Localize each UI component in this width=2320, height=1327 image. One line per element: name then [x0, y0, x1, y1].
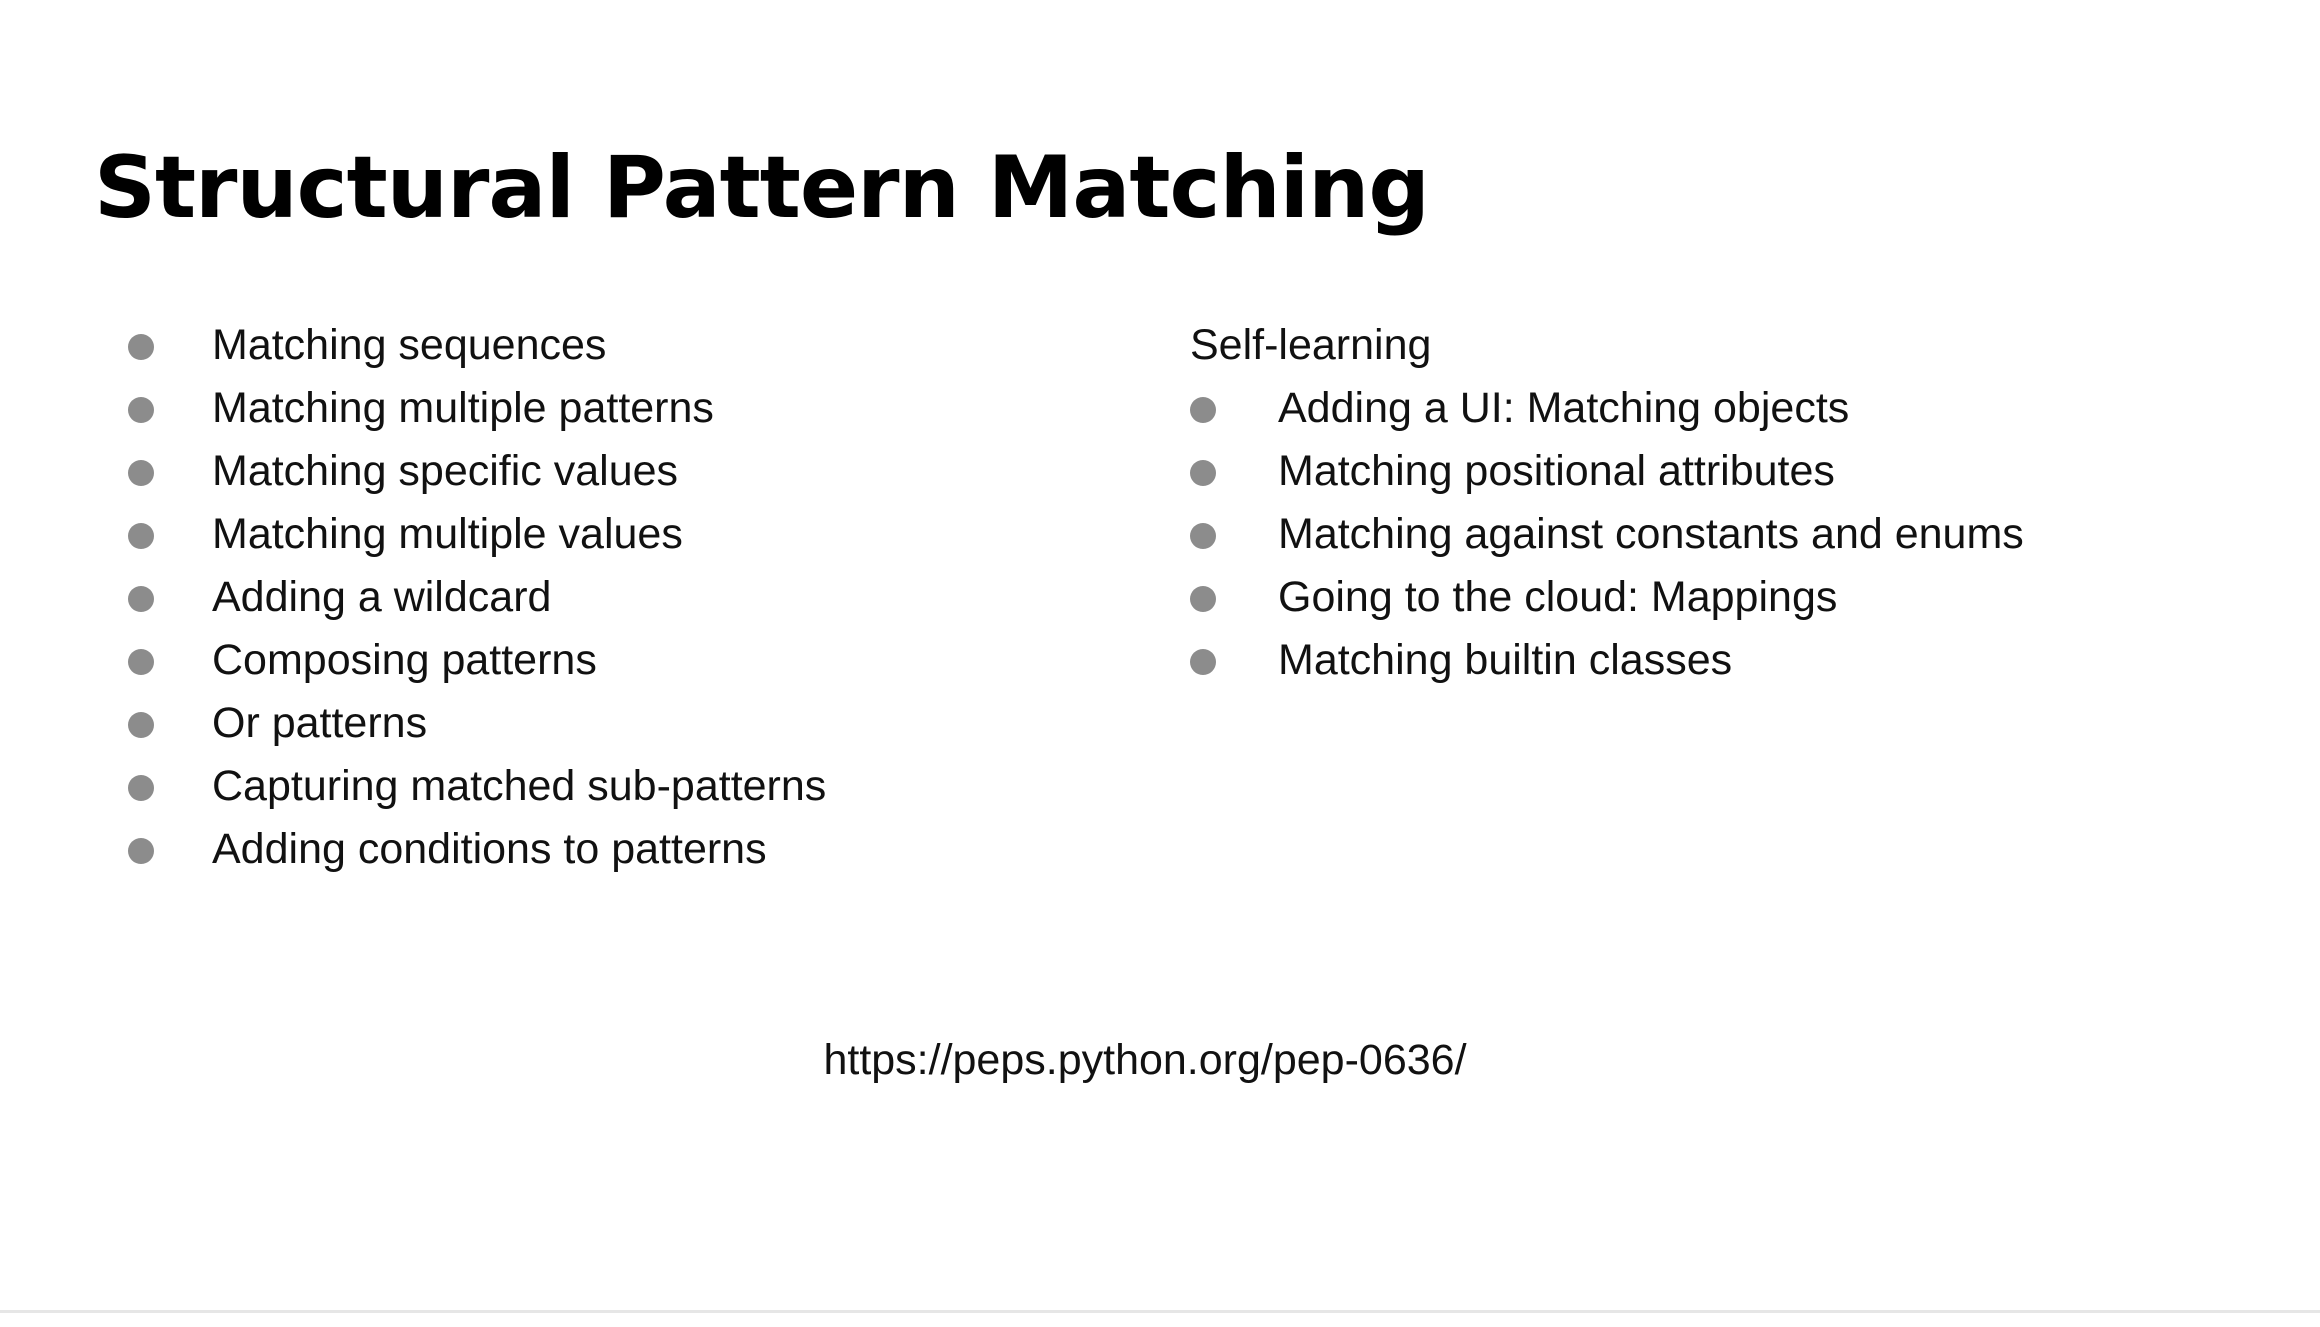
bullet-icon	[128, 523, 154, 549]
left-column: Matching sequences Matching multiple pat…	[128, 314, 826, 881]
list-item-text: Or patterns	[212, 699, 428, 747]
list-item-text: Matching positional attributes	[1278, 447, 1835, 495]
list-item-text: Adding a wildcard	[212, 573, 552, 621]
bullet-icon	[128, 460, 154, 486]
bullet-icon	[128, 838, 154, 864]
list-item-text: Adding a UI: Matching objects	[1278, 384, 1850, 432]
list-item-text: Matching multiple values	[212, 510, 683, 558]
bullet-icon	[128, 775, 154, 801]
list-item: Matching sequences	[128, 314, 826, 377]
list-item-text: Matching specific values	[212, 447, 679, 495]
list-item: Adding a wildcard	[128, 566, 826, 629]
bullet-icon	[128, 712, 154, 738]
list-item: Matching multiple values	[128, 503, 826, 566]
list-item: Composing patterns	[128, 629, 826, 692]
list-item: Adding conditions to patterns	[128, 818, 826, 881]
bullet-icon	[1190, 460, 1216, 486]
list-item-text: Matching sequences	[212, 321, 607, 369]
bullet-icon	[128, 649, 154, 675]
list-item-text: Matching against constants and enums	[1278, 510, 2024, 558]
bullet-icon	[1190, 523, 1216, 549]
left-bullet-list: Matching sequences Matching multiple pat…	[128, 314, 826, 881]
bullet-icon	[1190, 586, 1216, 612]
bullet-icon	[128, 334, 154, 360]
bullet-icon	[128, 586, 154, 612]
pep-link[interactable]: https://peps.python.org/pep-0636/	[823, 1036, 1467, 1084]
list-item-text: Going to the cloud: Mappings	[1278, 573, 1838, 621]
slide-title: Structural Pattern Matching	[94, 138, 1430, 238]
list-item: Matching builtin classes	[1190, 629, 2024, 692]
list-item: Matching multiple patterns	[128, 377, 826, 440]
bullet-icon	[128, 397, 154, 423]
list-item: Matching against constants and enums	[1190, 503, 2024, 566]
list-item: Matching specific values	[128, 440, 826, 503]
list-item-text: Matching builtin classes	[1278, 636, 1733, 684]
list-item-text: Composing patterns	[212, 636, 597, 684]
list-item-text: Adding conditions to patterns	[212, 825, 767, 873]
list-item-text: Matching multiple patterns	[212, 384, 714, 432]
right-bullet-list: Adding a UI: Matching objects Matching p…	[1190, 377, 2024, 692]
self-learning-heading: Self-learning	[1190, 321, 1432, 369]
list-item: Matching positional attributes	[1190, 440, 2024, 503]
bullet-icon	[1190, 649, 1216, 675]
list-item: Adding a UI: Matching objects	[1190, 377, 2024, 440]
list-item: Or patterns	[128, 692, 826, 755]
list-item: Going to the cloud: Mappings	[1190, 566, 2024, 629]
list-item-text: Capturing matched sub-patterns	[212, 762, 827, 810]
list-item: Capturing matched sub-patterns	[128, 755, 826, 818]
right-column: Self-learning Adding a UI: Matching obje…	[1190, 314, 2024, 692]
slide-bottom-border	[0, 1310, 2320, 1313]
bullet-icon	[1190, 397, 1216, 423]
